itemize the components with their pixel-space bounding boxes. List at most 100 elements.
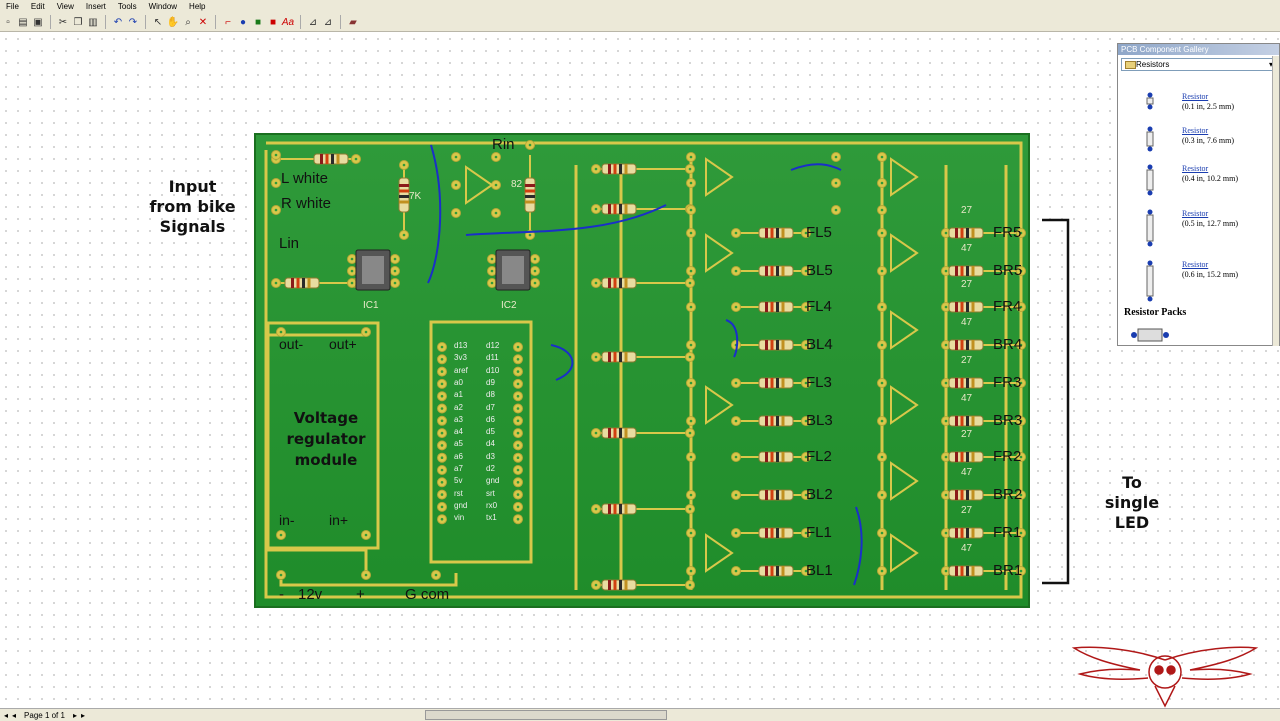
resistor-pack-icon[interactable] (1130, 326, 1170, 344)
led-label-bl5: BL5 (806, 262, 833, 279)
output-label-line: single (1104, 493, 1160, 512)
prev-page-icon[interactable]: ◂ (12, 710, 17, 720)
horizontal-scrollbar[interactable] (424, 710, 667, 720)
rect-icon[interactable]: ■ (254, 16, 262, 28)
delete-icon[interactable]: ✕ (198, 16, 208, 28)
led-label-br3: BR3 (993, 412, 1023, 429)
lin-label: Lin (279, 235, 300, 252)
paste-icon[interactable]: ▥ (88, 16, 98, 28)
r7k-label: 7K (409, 191, 422, 202)
copy-icon[interactable]: ❐ (73, 16, 83, 28)
op-amp-symbol (890, 157, 919, 197)
trace-icon[interactable]: ⌐ (225, 16, 231, 28)
resistor-footprint-icon (1146, 260, 1154, 302)
redo-icon[interactable]: ↷ (128, 16, 138, 28)
resistor (758, 451, 794, 463)
resistor (758, 227, 794, 239)
led-label-bl2: BL2 (806, 486, 833, 503)
gallery-item-link[interactable]: Resistor (1182, 164, 1209, 173)
arduino-pin-label: a5 (454, 439, 463, 449)
led-label-bl1: BL1 (806, 562, 833, 579)
input-label: Input from bike Signals (140, 177, 245, 237)
gallery-category-value: Resistors (1136, 60, 1170, 69)
gallery-item-dimension: (0.6 in, 15.2 mm) (1182, 270, 1238, 279)
resistor (758, 489, 794, 501)
text-icon[interactable]: Aa (281, 16, 295, 28)
vreg-label-line: Voltage (293, 409, 359, 427)
menu-item-file[interactable]: File (6, 2, 19, 11)
zoom-icon[interactable]: ⌕ (185, 16, 191, 28)
menu-bar: File Edit View Insert Tools Window Help (0, 0, 1280, 13)
led-label-fl4: FL4 (806, 298, 832, 315)
arduino-pin-label: aref (454, 365, 468, 375)
gallery-section-title: Resistor Packs (1124, 307, 1187, 318)
gallery-item-dimension: (0.5 in, 12.7 mm) (1182, 219, 1238, 228)
first-page-icon[interactable]: ◂ (4, 710, 9, 720)
select-icon[interactable]: ↖ (153, 16, 163, 28)
op-amp-symbol (705, 233, 734, 273)
led-label-bl3: BL3 (806, 412, 833, 429)
folder-icon (1125, 61, 1136, 69)
save-icon[interactable]: ▣ (33, 16, 43, 28)
resistor-footprint-icon (1146, 126, 1154, 152)
power-12v-label: 12v (298, 586, 323, 603)
op-amp-symbol (890, 533, 919, 573)
gallery-item-link[interactable]: Resistor (1182, 92, 1209, 101)
resistor (398, 177, 410, 213)
gallery-item-dimension: (0.3 in, 7.6 mm) (1182, 136, 1234, 145)
pcb-board[interactable]: L white R white Lin Rin 7K 82 IC1 IC2 ou… (254, 133, 1030, 608)
menu-item-insert[interactable]: Insert (85, 2, 106, 11)
resistor (948, 377, 984, 389)
chevron-down-icon[interactable]: ▾ (1268, 60, 1273, 69)
gallery-item-link[interactable]: Resistor (1182, 209, 1209, 218)
resistor (948, 527, 984, 539)
op-amp-symbol (705, 385, 734, 425)
toolbar-separator (300, 15, 301, 29)
open-icon[interactable]: ▤ (18, 16, 28, 28)
led-label-fr1: FR1 (993, 524, 1022, 541)
op-amp-symbol (705, 533, 734, 573)
r-white-label: R white (281, 195, 332, 212)
pad-icon[interactable]: ● (239, 16, 247, 28)
led-label-br2: BR2 (993, 486, 1023, 503)
gallery-category-select[interactable]: Resistors ▾ (1121, 58, 1276, 71)
menu-item-window[interactable]: Window (148, 2, 178, 11)
pan-icon[interactable]: ✋ (166, 16, 180, 28)
menu-item-tools[interactable]: Tools (117, 2, 137, 11)
cut-icon[interactable]: ✂ (58, 16, 68, 28)
arduino-pin-label: gnd (454, 500, 468, 510)
arduino-pin-label: d4 (486, 439, 495, 449)
gallery-item-link[interactable]: Resistor (1182, 260, 1209, 269)
led-label-br4: BR4 (993, 336, 1023, 353)
next-page-icon[interactable]: ▸ (72, 710, 77, 720)
arduino-pin-label: d8 (486, 390, 495, 400)
component-icon[interactable]: ▰ (349, 16, 357, 28)
op-amp-symbol (890, 461, 919, 501)
led-label-br1: BR1 (993, 562, 1023, 579)
vreg-label: Voltage regulator module (276, 408, 376, 471)
page-indicator: Page 1 of 1 (24, 710, 65, 720)
ic1-label: IC1 (363, 300, 379, 311)
fill-icon[interactable]: ■ (269, 16, 277, 28)
gallery-scrollbar[interactable] (1272, 56, 1279, 346)
last-page-icon[interactable]: ▸ (80, 710, 85, 720)
led-label-fl2: FL2 (806, 448, 832, 465)
align-icon[interactable]: ⊿ (308, 16, 318, 28)
resistor (758, 415, 794, 427)
led-label-fr3: FR3 (993, 374, 1022, 391)
resistor-value-label: 47 (961, 543, 973, 554)
menu-item-edit[interactable]: Edit (30, 2, 45, 11)
resistor (758, 301, 794, 313)
menu-item-view[interactable]: View (56, 2, 74, 11)
new-icon[interactable]: ▫ (6, 16, 10, 28)
arduino-pin-label: a2 (454, 402, 463, 412)
input-label-line: Input (168, 177, 217, 196)
menu-item-help[interactable]: Help (189, 2, 206, 11)
gallery-item-link[interactable]: Resistor (1182, 126, 1209, 135)
arduino-pin-label: a6 (454, 451, 463, 461)
arduino-pin-label: d6 (486, 414, 495, 424)
undo-icon[interactable]: ↶ (113, 16, 123, 28)
gcom-label: G com (405, 586, 450, 603)
arduino-pin-label: tx1 (486, 513, 497, 523)
align-2-icon[interactable]: ⊿ (323, 16, 333, 28)
